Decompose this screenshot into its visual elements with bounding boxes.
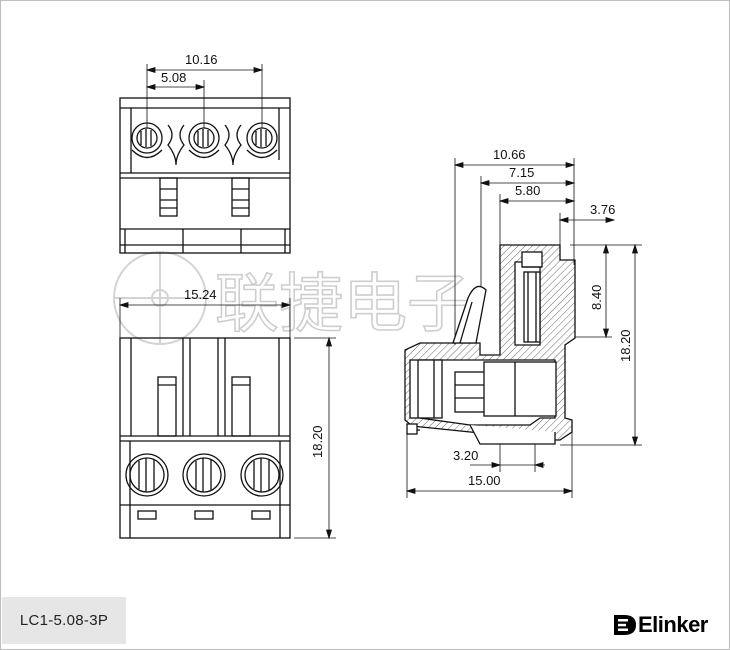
top-view — [119, 64, 291, 254]
dim-side-depth-3: 5.80 — [515, 183, 540, 198]
watermark: 联捷电子 — [113, 251, 472, 345]
brand-name: Elinker — [638, 612, 708, 637]
side-view — [404, 158, 642, 498]
dimension-labels: 10.16 5.08 15.24 18.20 10.66 7.15 5.80 3… — [161, 52, 633, 488]
dim-side-depth-2: 7.15 — [509, 165, 534, 180]
dim-side-base-length: 15.00 — [468, 473, 501, 488]
dim-top-pitch-double: 10.16 — [185, 52, 218, 67]
dim-top-pitch: 5.08 — [161, 70, 186, 85]
elinker-logo-icon — [614, 615, 636, 635]
part-number-label: LC1-5.08-3P — [2, 597, 126, 644]
dim-front-height: 18.20 — [310, 425, 325, 458]
dim-side-height: 18.20 — [618, 329, 633, 362]
brand-logo: Elinker — [612, 612, 708, 638]
dim-side-base-offset: 3.20 — [453, 448, 478, 463]
dim-side-upper-height: 8.40 — [589, 285, 604, 310]
dim-side-depth-total: 10.66 — [493, 147, 526, 162]
dim-front-width: 15.24 — [184, 287, 217, 302]
front-view — [118, 298, 336, 540]
dim-side-offset: 3.76 — [590, 202, 615, 217]
